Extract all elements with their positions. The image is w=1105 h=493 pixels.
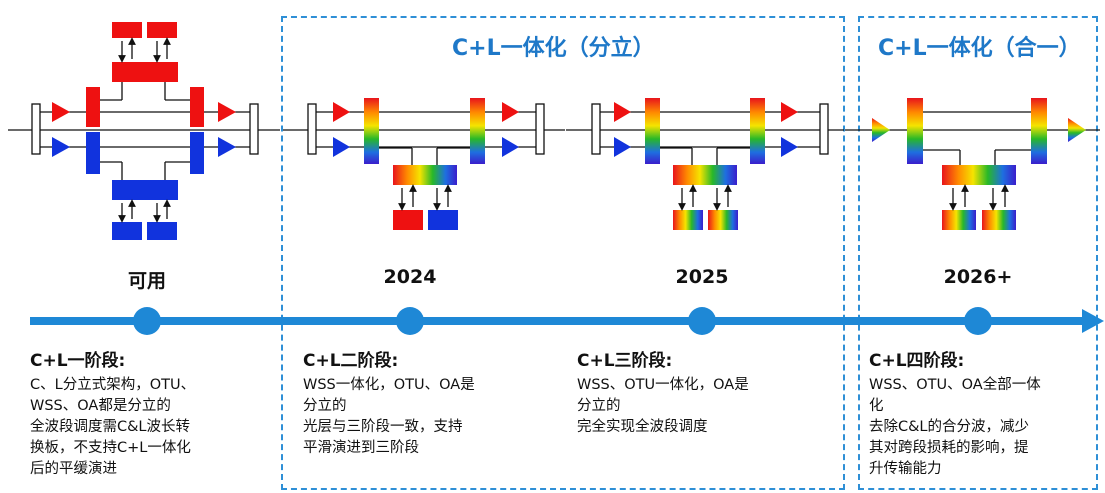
merged-group-box: [858, 16, 1098, 490]
timeline-label-2026: 2026+: [943, 266, 1013, 288]
timeline-dot: [396, 307, 424, 335]
stage2-line: 光层与三阶段一致，支持: [303, 419, 463, 435]
stage2-line: 平滑演进到三阶段: [303, 440, 419, 456]
stage1-diagram: [8, 22, 280, 240]
c-wss-block: [190, 87, 204, 127]
stage1-line: WSS、OA都是分立的: [30, 398, 171, 414]
cl-amp-icon: [872, 118, 890, 142]
c-band-amp-icon: [52, 102, 70, 122]
cl-otu-block: [673, 210, 703, 230]
l-otu-block: [112, 222, 142, 240]
stage3-line: 完全实现全波段调度: [577, 419, 708, 435]
stage4-line: 其对跨段损耗的影响，提: [869, 440, 1029, 456]
c-otu-block: [112, 22, 142, 38]
stage4-line: WSS、OTU、OA全部一体: [869, 377, 1041, 393]
l-wss-block: [190, 132, 204, 174]
stage1-title: C+L一阶段:: [30, 351, 126, 371]
stage1-line: C、L分立式架构，OTU、: [30, 377, 196, 393]
stage3-description: C+L三阶段: WSS、OTU一体化，OA是 分立的 完全实现全波段调度: [577, 349, 749, 438]
stage2-diagram: [283, 98, 565, 230]
l-band-amp-icon: [52, 137, 70, 157]
stage1-line: 全波段调度需C&L波长转: [30, 419, 191, 435]
cl-wss-block: [364, 98, 379, 164]
stage2-title: C+L二阶段:: [303, 351, 399, 371]
cl-amp-icon: [1068, 118, 1086, 142]
stage3-diagram: [566, 98, 844, 230]
cl-otu-block: [708, 210, 738, 230]
l-otu-block: [147, 222, 177, 240]
timeline-label-2025: 2025: [675, 266, 729, 288]
c-mux-block: [112, 62, 178, 82]
c-wss-block: [86, 87, 100, 127]
timeline: [30, 307, 1104, 335]
c-band-amp-icon: [218, 102, 236, 122]
stage1-line: 后的平缓演进: [30, 461, 117, 477]
stage2-description: C+L二阶段: WSS一体化，OTU、OA是 分立的 光层与三阶段一致，支持 平…: [303, 349, 475, 459]
stage2-line: 分立的: [303, 398, 347, 414]
l-mux-block: [112, 180, 178, 200]
merged-group-title: C+L一体化（合一）: [878, 36, 1081, 61]
stage3-title: C+L三阶段:: [577, 351, 673, 371]
timeline-dot: [133, 307, 161, 335]
stage1-line: 换板，不支持C+L一体化: [30, 440, 191, 456]
stage4-line: 去除C&L的合分波，减少: [869, 419, 1030, 435]
stage4-line: 化: [869, 398, 884, 414]
stage4-diagram: [845, 98, 1100, 230]
timeline-label-2024: 2024: [383, 266, 437, 288]
stage3-line: WSS、OTU一体化，OA是: [577, 377, 749, 393]
stage4-title: C+L四阶段:: [869, 351, 965, 371]
timeline-dot: [688, 307, 716, 335]
l-wss-block: [86, 132, 100, 174]
stage4-line: 升传输能力: [869, 461, 942, 477]
split-group-title: C+L一体化（分立）: [452, 36, 655, 61]
split-group-box: [281, 16, 845, 490]
stage1-description: C+L一阶段: C、L分立式架构，OTU、 WSS、OA都是分立的 全波段调度需…: [30, 349, 195, 480]
timeline-arrow-icon: [1082, 309, 1104, 333]
c-otu-block: [147, 22, 177, 38]
stage2-line: WSS一体化，OTU、OA是: [303, 377, 475, 393]
l-band-amp-icon: [218, 137, 236, 157]
timeline-label-available: 可用: [127, 270, 166, 292]
stage3-line: 分立的: [577, 398, 621, 414]
cl-wss-block: [470, 98, 485, 164]
cl-mux-block: [393, 165, 457, 185]
timeline-dot: [964, 307, 992, 335]
stage4-description: C+L四阶段: WSS、OTU、OA全部一体 化 去除C&L的合分波，减少 其对…: [869, 349, 1041, 480]
